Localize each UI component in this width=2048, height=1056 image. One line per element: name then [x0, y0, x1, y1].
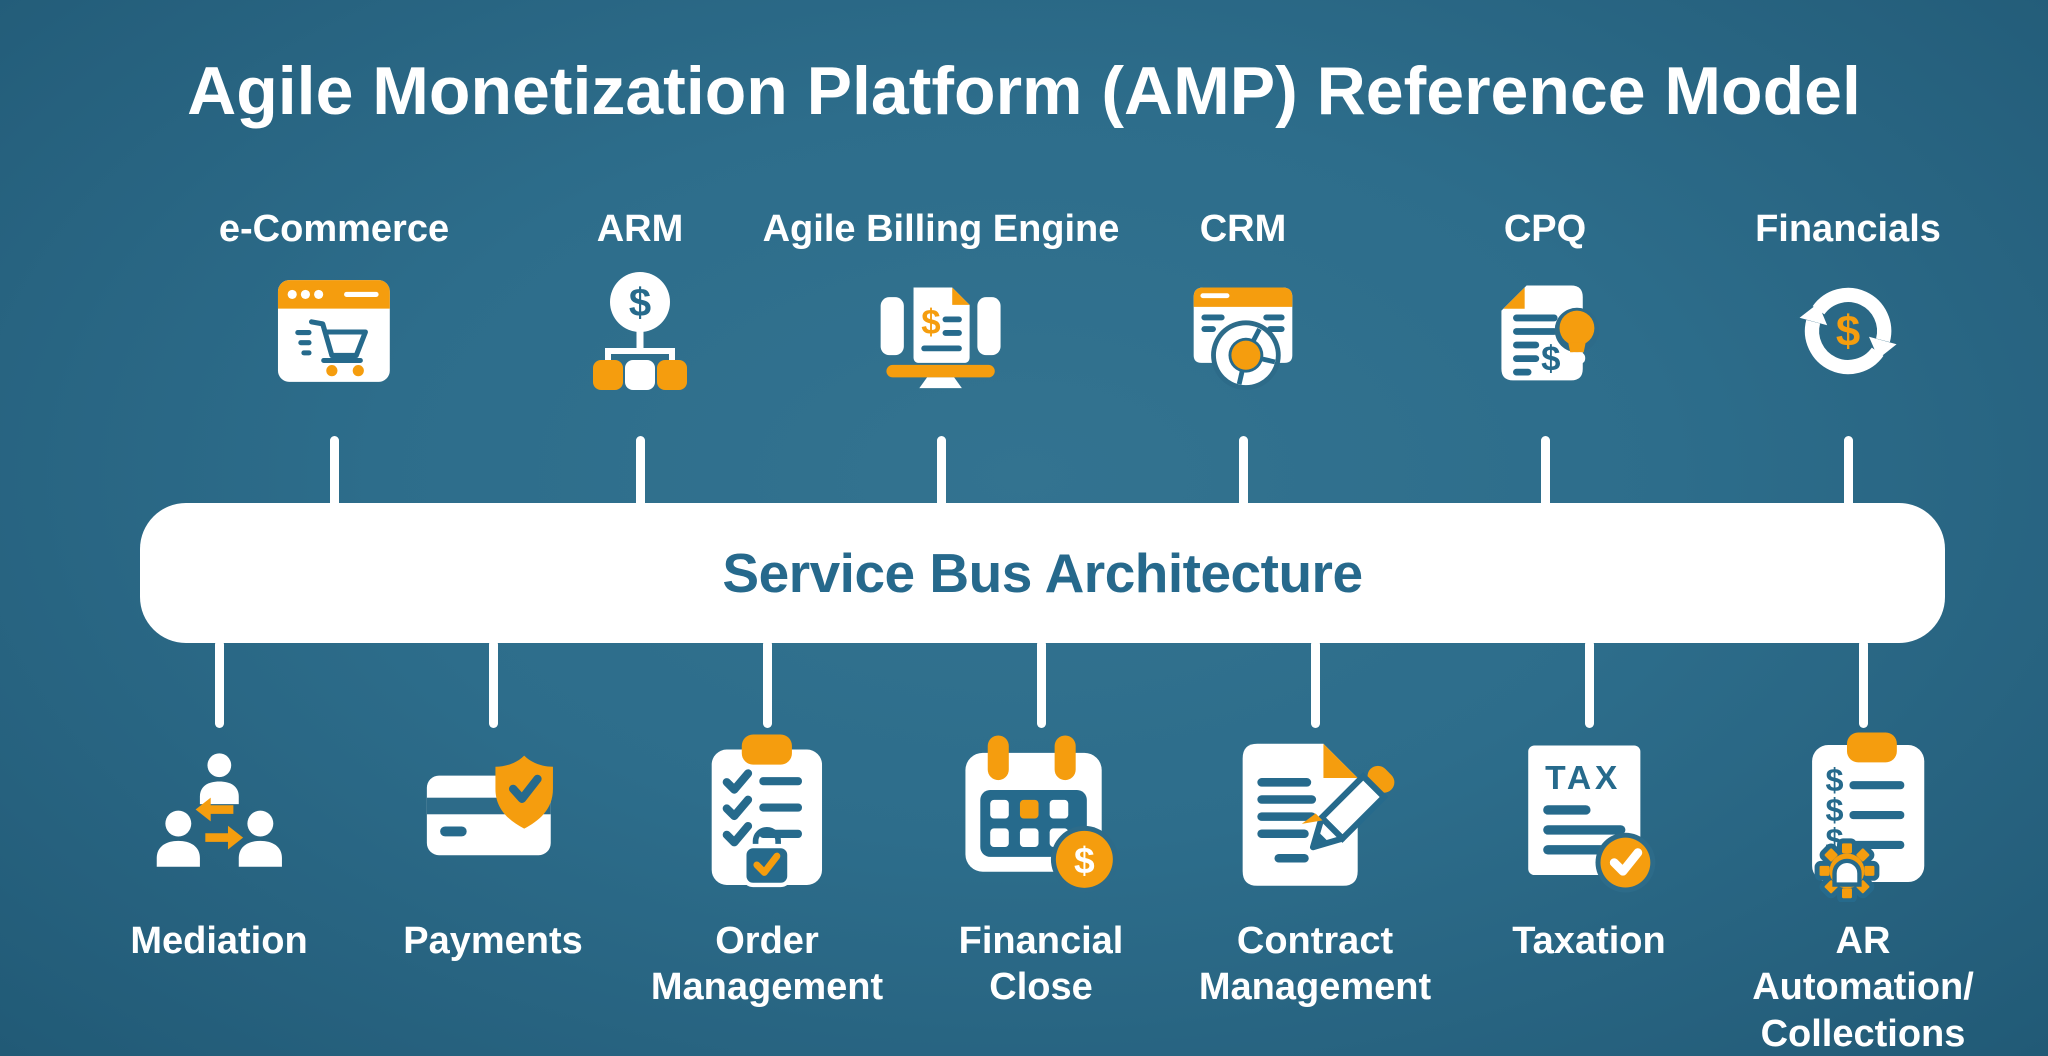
service-bus-bar: Service Bus Architecture	[140, 503, 1945, 643]
connector-line	[1036, 640, 1046, 728]
quote-document-lightbulb-icon: $	[1484, 270, 1606, 392]
checklist-shopping-bag-icon	[689, 726, 845, 906]
item-label: Financial Close	[958, 920, 1124, 1009]
connector-line	[329, 436, 339, 510]
top-item-ecommerce: e-Commerce	[219, 206, 449, 392]
item-label: Taxation	[1512, 920, 1666, 962]
page-title: Agile Monetization Platform (AMP) Refere…	[187, 53, 1861, 129]
people-exchange-icon	[154, 726, 284, 906]
top-item-cpq: CPQ $	[1484, 206, 1606, 392]
connector-line	[1238, 436, 1248, 510]
dollar-glyph: $	[1825, 762, 1843, 798]
tax-document-check-icon: TAX	[1513, 726, 1665, 906]
item-label: CRM	[1199, 208, 1287, 250]
item-label: Payments	[403, 920, 583, 962]
top-item-crm: CRM	[1184, 206, 1302, 392]
connector-line	[1858, 640, 1868, 728]
top-item-billing-engine: Agile Billing Engine $	[762, 206, 1120, 392]
bottom-item-ar-automation: $ $ $	[1752, 726, 1974, 1056]
service-bus-label: Service Bus Architecture	[722, 542, 1363, 604]
dollar-hierarchy-icon: $	[579, 270, 701, 392]
bottom-item-mediation: Mediation	[130, 726, 308, 964]
bottom-item-order-management: Order Management	[651, 726, 883, 1011]
top-item-arm: ARM $	[579, 206, 701, 392]
item-label: Mediation	[130, 920, 308, 962]
window-donut-chart-icon	[1184, 270, 1302, 392]
invoice-list-gear-icon: $ $ $	[1784, 726, 1942, 906]
top-item-financials: Financials $	[1755, 206, 1941, 392]
connector-line	[635, 436, 645, 510]
monitor-invoice-icon: $	[876, 270, 1006, 392]
bottom-item-payments: Payments	[403, 726, 583, 964]
item-label: Contract Management	[1198, 920, 1432, 1009]
connector-line	[762, 640, 772, 728]
dollar-glyph: $	[922, 303, 941, 342]
bottom-item-contract-management: Contract Management	[1199, 726, 1431, 1011]
item-label: e-Commerce	[218, 208, 450, 250]
connector-line	[488, 640, 498, 728]
dollar-glyph: $	[1541, 340, 1560, 379]
connector-line	[1310, 640, 1320, 728]
connector-line	[1584, 640, 1594, 728]
item-label: CPQ	[1503, 208, 1587, 250]
dollar-cycle-arrows-icon: $	[1785, 270, 1911, 392]
item-label: Financials	[1755, 208, 1941, 250]
card-shield-check-icon	[420, 726, 566, 906]
item-label: ARM	[596, 208, 684, 250]
item-label: Agile Billing Engine	[762, 208, 1120, 250]
connector-line	[936, 436, 946, 510]
connector-line	[1843, 436, 1853, 510]
item-label: AR Automation/ Collections	[1752, 920, 1974, 1055]
browser-shopping-cart-icon	[273, 270, 395, 392]
connector-line	[1540, 436, 1550, 510]
bottom-item-financial-close: $ Financial Close	[958, 726, 1124, 1011]
item-label: Order Management	[650, 920, 884, 1009]
bottom-item-taxation: TAX Taxation	[1512, 726, 1666, 964]
calendar-dollar-coin-icon: $	[958, 726, 1124, 906]
tax-glyph: TAX	[1545, 760, 1621, 797]
dollar-glyph: $	[1836, 308, 1860, 357]
dollar-glyph: $	[1825, 792, 1843, 828]
dollar-glyph: $	[1074, 839, 1095, 881]
dollar-glyph: $	[629, 281, 651, 325]
connector-line	[214, 640, 224, 728]
document-pencil-icon	[1233, 726, 1397, 906]
